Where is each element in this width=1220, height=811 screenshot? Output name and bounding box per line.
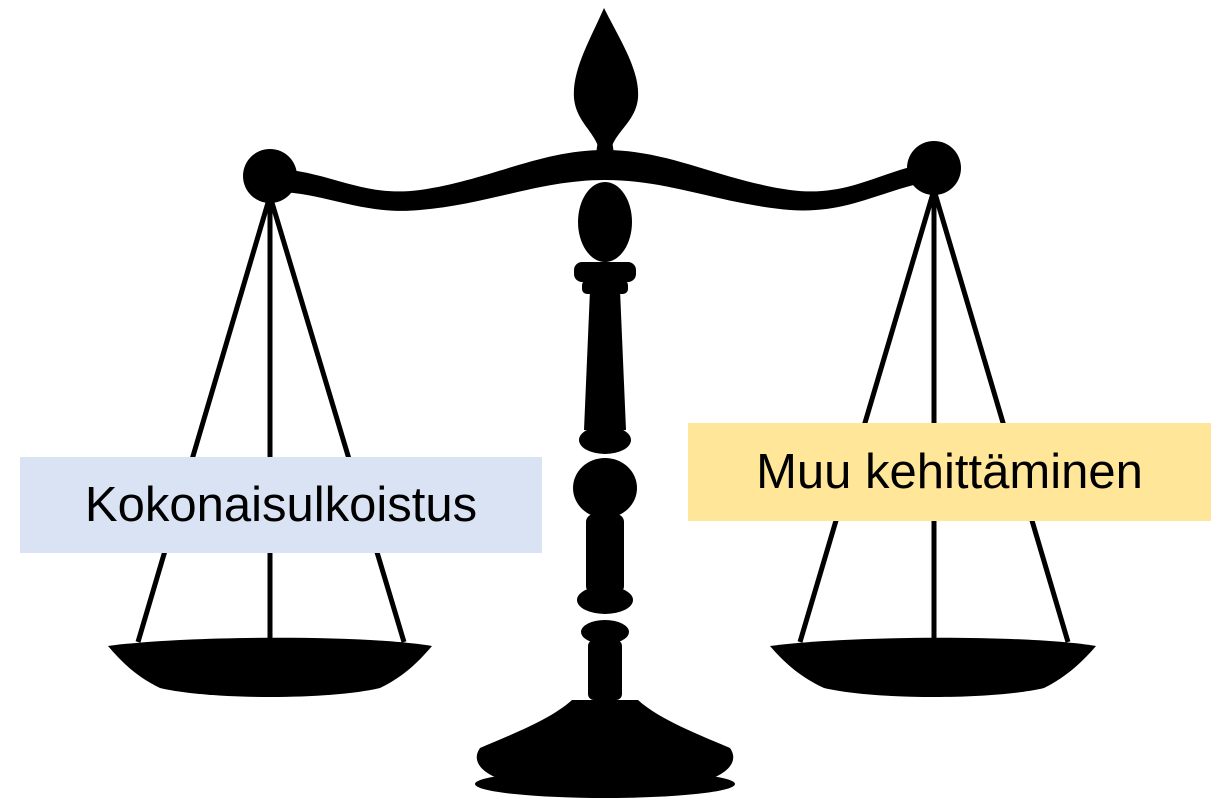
scale-beam-knob-left: [243, 149, 297, 203]
scale-right-pan: [770, 638, 1096, 697]
scale-right-strings: [800, 190, 1068, 642]
scale-base-foot: [475, 770, 735, 798]
scale-beam-knob-right: [907, 141, 961, 195]
scale-left-strings: [138, 196, 404, 642]
scale-column-knob-1: [579, 426, 631, 454]
scale-finial: [574, 8, 638, 146]
scale-center-knob: [578, 182, 632, 262]
scale-collar: [574, 262, 636, 282]
scale-column-mid: [586, 514, 624, 594]
scale-column-knob-3: [577, 586, 633, 614]
scale-column-knob-2: [573, 458, 637, 518]
scale-column-low: [588, 640, 622, 700]
scale-left-pan: [108, 638, 432, 697]
label-muu-kehittaminen: Muu kehittäminen: [688, 423, 1211, 521]
label-kokonaisulkoistus: Kokonaisulkoistus: [20, 457, 542, 553]
scale-column: [584, 290, 626, 430]
